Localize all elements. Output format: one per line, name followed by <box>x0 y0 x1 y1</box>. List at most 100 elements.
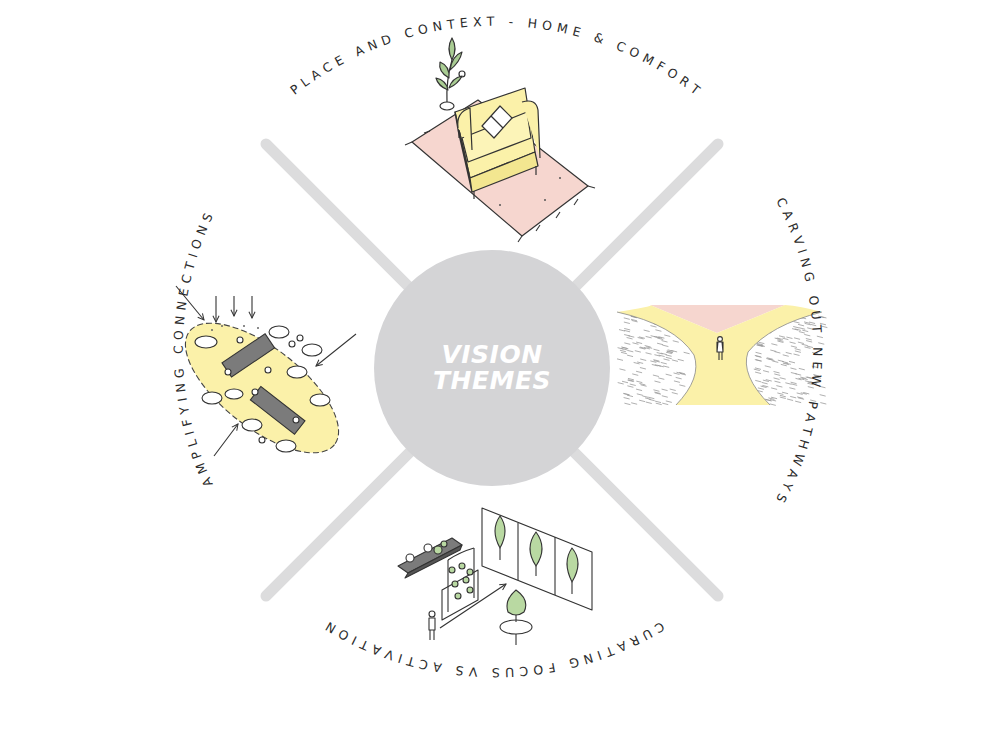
label-letter: I <box>595 648 603 661</box>
hatch-stroke <box>639 400 645 402</box>
label-letter: O <box>337 627 352 643</box>
hatch-stroke <box>799 332 805 334</box>
hatch-stroke <box>631 319 637 321</box>
hatch-stroke <box>661 353 667 355</box>
hatch-stroke <box>774 378 780 380</box>
label-letter: N <box>798 256 813 268</box>
hatch-stroke <box>774 352 780 354</box>
label-letter <box>606 36 614 49</box>
hatch-stroke <box>755 380 761 382</box>
label-letter: N <box>432 20 443 34</box>
hatch-stroke <box>673 341 679 343</box>
hatch-stroke <box>662 389 668 391</box>
hatch-stroke <box>676 377 682 379</box>
hatch-stroke <box>624 403 630 405</box>
hatch-stroke <box>795 401 801 403</box>
hatch-stroke <box>621 352 627 354</box>
label-letter: C <box>321 60 335 75</box>
hatch-stroke <box>640 359 646 361</box>
label-letter: C <box>180 273 194 284</box>
hatch-stroke <box>820 403 826 405</box>
hatch-stroke <box>802 344 808 346</box>
label-letter: T <box>487 16 495 29</box>
hatch-stroke <box>624 335 630 337</box>
hatch-stroke <box>641 385 647 387</box>
hatch-stroke <box>758 342 764 344</box>
label-letter <box>805 286 818 292</box>
hatch-stroke <box>666 355 672 357</box>
hatch-stroke <box>636 342 642 344</box>
hatch-stroke <box>774 374 780 376</box>
hatch-stroke <box>798 324 804 326</box>
label-letter: A <box>309 68 323 83</box>
hatch-stroke <box>632 374 638 376</box>
label-letter: F <box>181 418 195 428</box>
hatch-stroke <box>794 322 800 324</box>
label-letter: H <box>527 17 538 30</box>
hatch-stroke <box>795 378 801 380</box>
hatch-stroke <box>798 342 804 344</box>
hatch-stroke <box>637 394 643 396</box>
hatch-stroke <box>780 397 786 399</box>
hatch-stroke <box>778 360 784 362</box>
hatch-stroke <box>777 340 783 342</box>
label-letter: C <box>774 196 789 209</box>
hatch-stroke <box>666 374 672 376</box>
hatch-stroke <box>770 350 776 352</box>
hatch-stroke <box>791 372 797 374</box>
label-letter: S <box>774 491 789 504</box>
hatch-stroke <box>653 375 659 377</box>
hatch-stroke <box>646 353 652 355</box>
label-letter: T <box>446 18 455 31</box>
label-letter: G <box>173 368 186 379</box>
label-letter: L <box>186 438 200 448</box>
label-letter: O <box>665 66 680 82</box>
hatch-stroke <box>780 378 786 380</box>
label-letter: I <box>350 633 359 646</box>
hatch-stroke <box>755 360 761 362</box>
label-letter: A <box>370 642 383 657</box>
hatch-stroke <box>640 368 646 370</box>
hatch-stroke <box>782 338 788 340</box>
label-letter: R <box>785 221 800 234</box>
hatch-stroke <box>674 381 680 383</box>
hub-circle: VISION THEMES <box>374 250 610 486</box>
hatch-stroke <box>794 338 800 340</box>
hatch-stroke <box>756 352 762 354</box>
hatch-stroke <box>668 350 674 352</box>
hatch-stroke <box>624 322 630 324</box>
hatch-stroke <box>762 382 768 384</box>
label-letter: A <box>432 660 443 674</box>
label-letter: N <box>324 619 338 635</box>
label-letter: R <box>677 74 691 89</box>
label-letter: E <box>810 361 823 369</box>
hatch-stroke <box>791 346 797 348</box>
hatch-stroke <box>794 354 800 356</box>
hatch-stroke <box>653 360 659 362</box>
hatch-stroke <box>777 393 783 395</box>
label-letter: P <box>288 83 302 98</box>
hatch-stroke <box>657 343 663 345</box>
label-letter: E <box>459 17 468 30</box>
hatch-stroke <box>645 346 651 348</box>
label-letter: G <box>568 655 580 669</box>
hatch-stroke <box>820 395 826 397</box>
hatch-stroke <box>624 330 630 332</box>
hatch-stroke <box>667 351 673 353</box>
label-letter: O <box>627 45 641 60</box>
hatch-stroke <box>659 355 665 357</box>
label-letter <box>584 29 591 42</box>
label-letter: O <box>417 23 429 37</box>
hatch-stroke <box>644 330 650 332</box>
hatch-stroke <box>621 347 627 349</box>
label-letter: T <box>358 637 370 652</box>
label-letter: N <box>195 224 210 237</box>
hatch-stroke <box>624 318 630 320</box>
hatch-stroke <box>767 358 773 360</box>
hatch-stroke <box>684 352 690 354</box>
hatch-stroke <box>642 396 648 398</box>
hatch-stroke <box>645 398 651 400</box>
label-letter: X <box>473 16 482 29</box>
label-letter: C <box>403 26 415 40</box>
